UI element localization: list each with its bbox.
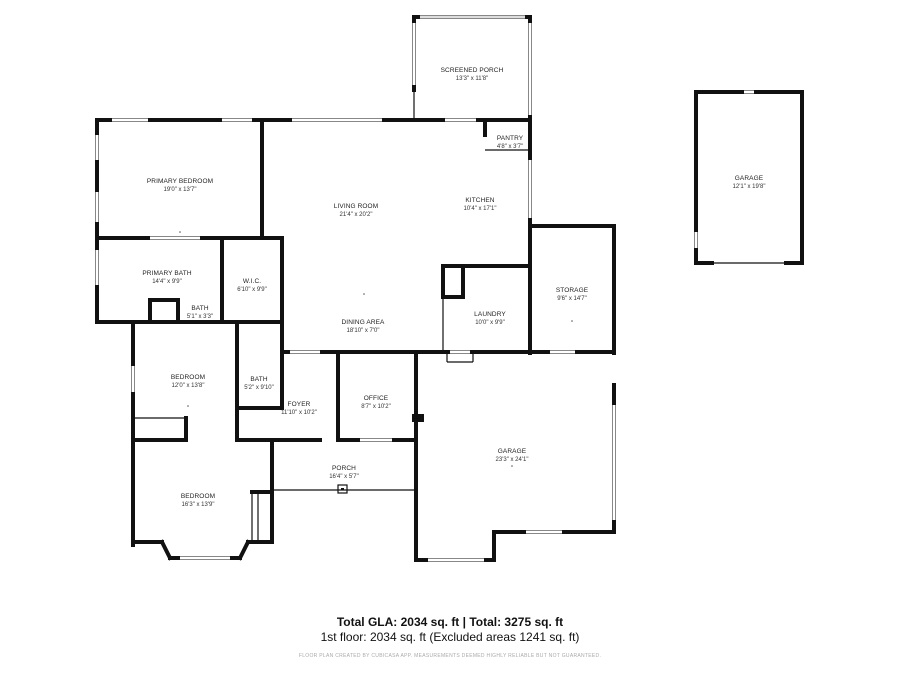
room-dims: 10'4" x 17'1"	[464, 206, 497, 212]
room-dims: 8'7" x 10'2"	[361, 404, 391, 410]
room-label-porch: PORCH 16'4" x 5'7"	[329, 465, 359, 480]
house-walls	[95, 118, 616, 562]
room-name: STORAGE	[556, 287, 589, 294]
room-label-office: OFFICE 8'7" x 10'2"	[361, 395, 391, 410]
room-name: LIVING ROOM	[334, 203, 378, 210]
room-label-kitchen: KITCHEN 10'4" x 17'1"	[464, 197, 497, 212]
screened-porch-walls	[412, 15, 532, 124]
room-dims: 5'1" x 3'3"	[187, 314, 213, 320]
room-label-bath-2: BATH 5'2" x 9'10"	[244, 376, 274, 391]
room-label-laundry: LAUNDRY 10'0" x 9'9"	[474, 311, 506, 326]
room-name: DINING AREA	[342, 319, 386, 326]
room-name: GARAGE	[498, 448, 527, 455]
room-label-screened-porch: SCREENED PORCH 13'3" x 11'8"	[441, 67, 504, 82]
totals-line: Total GLA: 2034 sq. ft | Total: 3275 sq.…	[336, 615, 564, 629]
room-name: PRIMARY BEDROOM	[147, 178, 213, 185]
room-label-dining-area: DINING AREA 18'10" x 7'0"	[342, 319, 386, 334]
room-label-garage-attached: GARAGE 23'3" x 24'1"	[496, 448, 529, 463]
room-name: BEDROOM	[181, 493, 215, 500]
room-label-primary-bedroom: PRIMARY BEDROOM 19'0" x 13'7"	[147, 178, 213, 193]
room-name: W.I.C.	[243, 278, 261, 285]
room-label-pantry: PANTRY 4'8" x 3'7"	[497, 135, 524, 150]
room-name: GARAGE	[735, 175, 764, 182]
room-dims: 10'0" x 9'9"	[475, 320, 505, 326]
room-dims: 21'4" x 20'2"	[340, 212, 373, 218]
floor-area-line: 1st floor: 2034 sq. ft (Excluded areas 1…	[320, 630, 580, 644]
room-dims: 19'0" x 13'7"	[164, 187, 197, 193]
room-name: FOYER	[288, 401, 311, 408]
room-label-living-room: LIVING ROOM 21'4" x 20'2"	[334, 203, 378, 218]
room-name: BATH	[250, 376, 267, 383]
room-dims: 18'10" x 7'0"	[347, 328, 380, 334]
room-label-garage-detached: GARAGE 12'1" x 19'8"	[733, 175, 766, 190]
room-label-bath-small: BATH 5'1" x 3'3"	[187, 305, 213, 320]
room-dims: 16'3" x 13'9"	[182, 502, 215, 508]
room-dims: 9'6" x 14'7"	[557, 296, 587, 302]
room-dims: 11'10" x 10'2"	[281, 410, 317, 416]
room-name: LAUNDRY	[474, 311, 506, 318]
room-name: PANTRY	[497, 135, 524, 142]
room-label-storage: STORAGE 9'6" x 14'7"	[556, 287, 589, 302]
room-dims: 23'3" x 24'1"	[496, 457, 529, 463]
room-label-primary-bath: PRIMARY BATH 14'4" x 9'9"	[142, 270, 191, 285]
room-dims: 12'1" x 19'8"	[733, 184, 766, 190]
room-name: OFFICE	[364, 395, 389, 402]
room-label-wic: W.I.C. 6'10" x 9'9"	[237, 278, 267, 293]
room-label-foyer: FOYER 11'10" x 10'2"	[281, 401, 317, 416]
room-dims: 4'8" x 3'7"	[497, 144, 523, 150]
room-name: SCREENED PORCH	[441, 67, 504, 74]
room-dims: 12'0" x 13'8"	[172, 383, 205, 389]
room-dims: 6'10" x 9'9"	[237, 287, 267, 293]
room-dims: 13'3" x 11'8"	[456, 76, 488, 82]
room-name: PRIMARY BATH	[142, 270, 191, 277]
disclaimer: FLOOR PLAN CREATED BY CUBICASA APP. MEAS…	[298, 653, 602, 659]
marker-dots	[179, 231, 573, 467]
room-name: BEDROOM	[171, 374, 205, 381]
room-label-bedroom-3: BEDROOM 16'3" x 13'9"	[181, 493, 215, 508]
room-name: BATH	[191, 305, 208, 312]
room-dims: 5'2" x 9'10"	[244, 385, 274, 391]
room-label-bedroom-2: BEDROOM 12'0" x 13'8"	[171, 374, 205, 389]
room-name: PORCH	[332, 465, 356, 472]
room-dims: 14'4" x 9'9"	[152, 279, 182, 285]
room-dims: 16'4" x 5'7"	[329, 474, 359, 480]
room-name: KITCHEN	[465, 197, 494, 204]
detached-garage-walls	[694, 90, 804, 265]
